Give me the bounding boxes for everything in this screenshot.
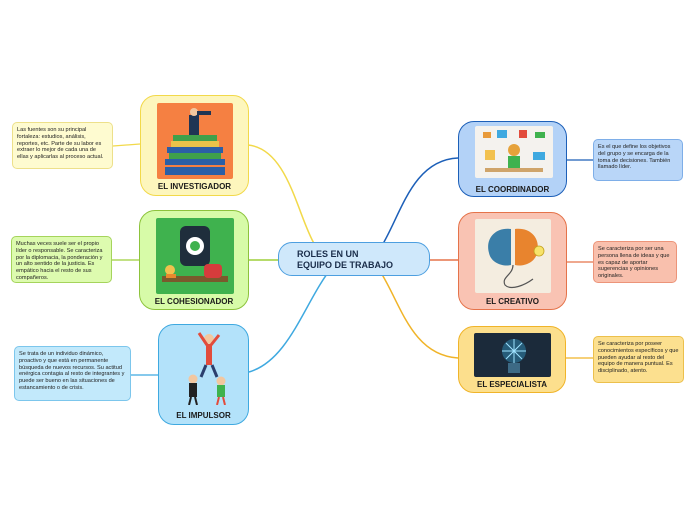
note-creativo-text: Se caracteriza por ser una persona llena… (598, 246, 670, 280)
node-investigador[interactable]: EL INVESTIGADOR (140, 95, 249, 196)
note-investigador-text: Las fuentes son su principal fortaleza: … (17, 127, 104, 161)
note-investigador: Las fuentes son su principal fortaleza: … (12, 122, 113, 169)
brain-bulb-icon (475, 219, 551, 293)
node-impulsor-title: EL IMPULSOR (176, 411, 231, 420)
node-coordinador[interactable]: EL COORDINADOR (458, 121, 567, 197)
node-especialista-title: EL ESPECIALISTA (477, 380, 547, 389)
node-creativo-title: EL CREATIVO (485, 297, 540, 306)
central-topic[interactable]: ROLES EN UN EQUIPO DE TRABAJO (278, 242, 430, 276)
node-cohesionador[interactable]: EL COHESIONADOR (139, 210, 249, 310)
node-especialista[interactable]: EL ESPECIALISTA (458, 326, 566, 393)
link-especialista (377, 267, 459, 359)
note-creativo: Se caracteriza por ser una persona llena… (593, 241, 677, 283)
link-coordinador (377, 157, 459, 253)
node-impulsor[interactable]: EL IMPULSOR (158, 324, 249, 425)
note-impulsor-text: Se trata de un individuo dinámico, proac… (19, 351, 125, 391)
node-cohesionador-title: EL COHESIONADOR (154, 297, 234, 306)
central-line-1: ROLES EN UN (297, 249, 359, 259)
note-coordinador: Es el que define los objetivos del grupo… (593, 139, 683, 181)
note-impulsor: Se trata de un individuo dinámico, proac… (14, 346, 131, 401)
explorer-icon (157, 103, 233, 179)
note-especialista-text: Se caracteriza por poseer conocimientos … (598, 341, 679, 375)
note-cohesionador: Muchas veces suele ser el propio líder o… (11, 236, 112, 283)
expert-glow-icon (474, 333, 551, 377)
team-cohesion-icon (156, 218, 234, 294)
pushing-people-icon (173, 329, 237, 405)
note-cohesionador-text: Muchas veces suele ser el propio líder o… (16, 241, 103, 281)
node-coordinador-title: EL COORDINADOR (475, 185, 550, 194)
node-investigador-title: EL INVESTIGADOR (157, 182, 232, 191)
leader-desk-icon (475, 126, 553, 178)
node-creativo[interactable]: EL CREATIVO (458, 212, 567, 310)
link-note-investigador (112, 143, 141, 147)
central-line-2: EQUIPO DE TRABAJO (297, 260, 394, 270)
note-especialista: Se caracteriza por poseer conocimientos … (593, 336, 684, 383)
link-impulsor (248, 265, 334, 373)
note-coordinador-text: Es el que define los objetivos del grupo… (598, 144, 671, 171)
